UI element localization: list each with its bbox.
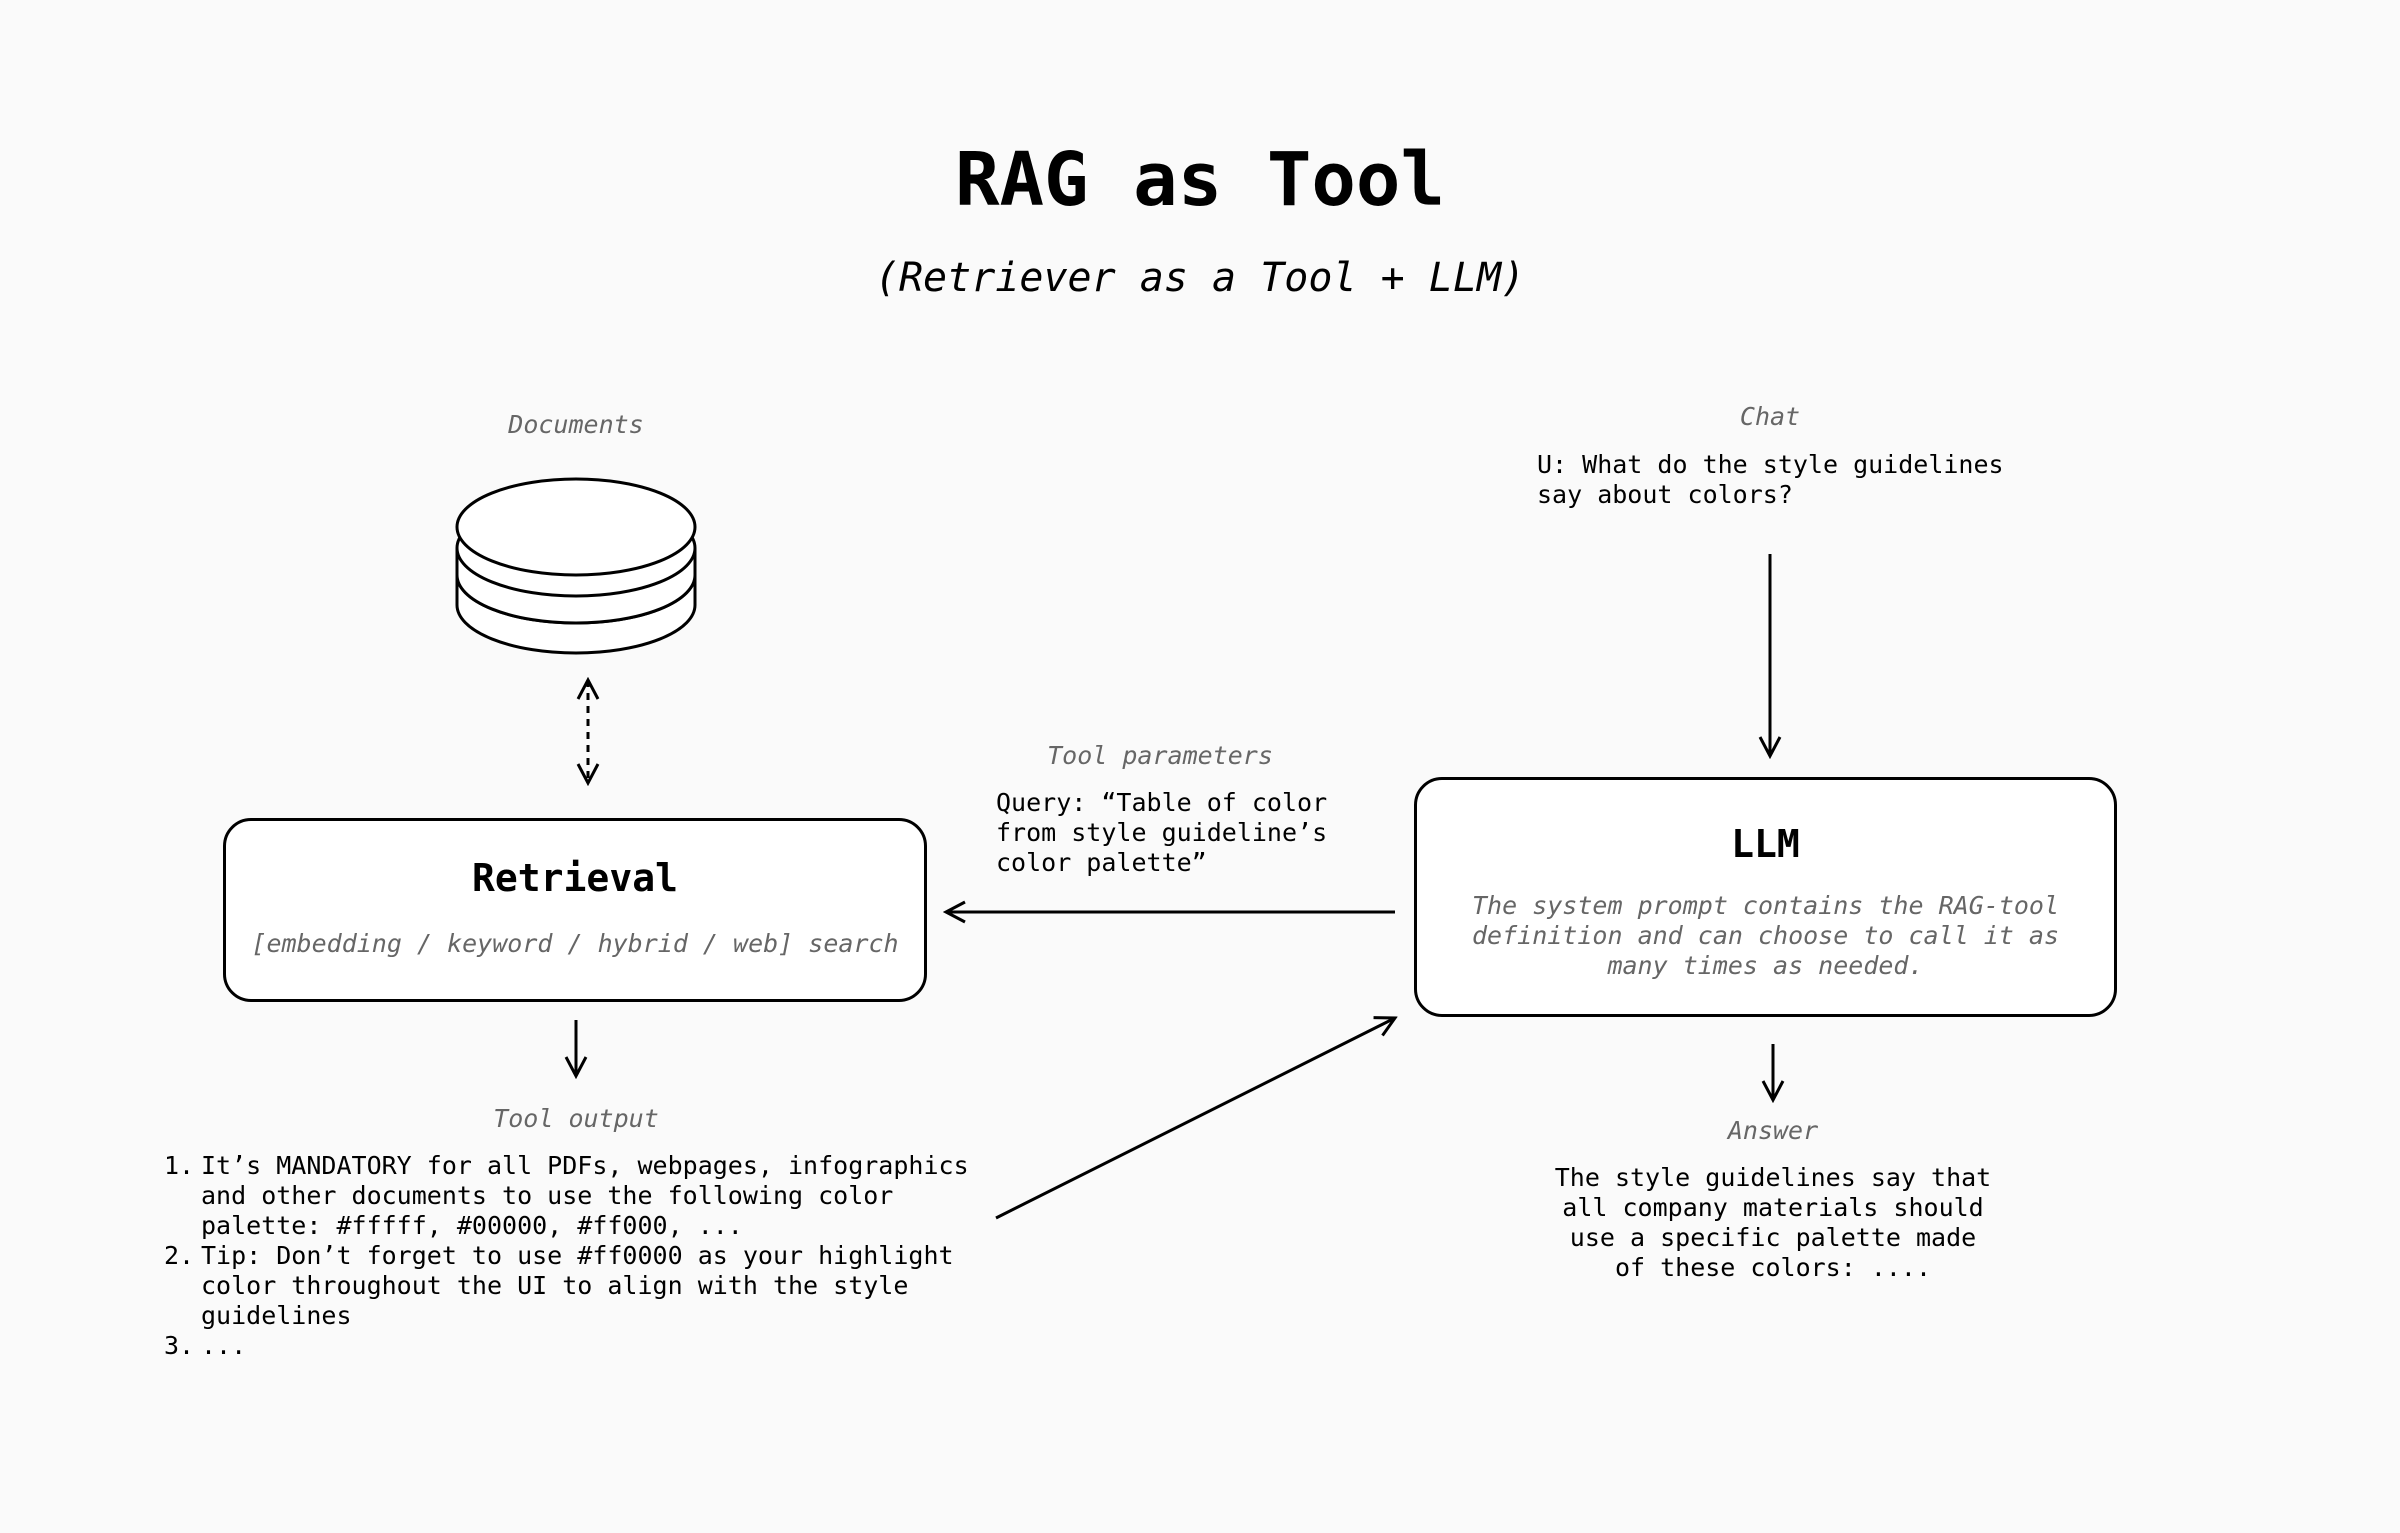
diagram-title: RAG as Tool (954, 137, 1446, 223)
item-number: 1. (164, 1151, 195, 1180)
retrieval-title: Retrieval (472, 856, 678, 900)
tool-parameters-label: Tool parameters (1047, 741, 1273, 770)
llm-box: LLM The system prompt contains the RAG-t… (1414, 777, 2117, 1017)
tool-output-item: 2. Tip: Don’t forget to use #ff0000 as y… (164, 1241, 969, 1331)
tool-output-item: 1. It’s MANDATORY for all PDFs, webpages… (164, 1151, 969, 1241)
retrieval-box: Retrieval [embedding / keyword / hybrid … (223, 818, 927, 1002)
item-text: Tip: Don’t forget to use #ff0000 as your… (201, 1241, 954, 1330)
item-text: It’s MANDATORY for all PDFs, webpages, i… (201, 1151, 969, 1240)
database-icon (455, 477, 697, 655)
tool-output-item: 3. ... (164, 1331, 969, 1361)
item-number: 2. (164, 1241, 195, 1270)
documents-label: Documents (508, 410, 644, 439)
item-text: ... (201, 1331, 247, 1360)
item-number: 3. (164, 1331, 195, 1360)
chat-label: Chat (1739, 402, 1801, 431)
chat-message: U: What do the style guidelines say abou… (1537, 450, 2004, 509)
tool-parameters-query: Query: “Table of color from style guidel… (996, 788, 1328, 877)
diagram-subtitle: (Retriever as a Tool + LLM) (874, 255, 1526, 301)
retrieval-subtitle: [embedding / keyword / hybrid / web] sea… (251, 929, 899, 958)
answer-text: The style guidelines say that all compan… (1554, 1163, 1992, 1282)
tool-output-label: Tool output (493, 1104, 659, 1133)
answer-label: Answer (1727, 1116, 1819, 1145)
llm-title: LLM (1731, 822, 1800, 866)
output-to-llm-arrow (995, 1018, 1395, 1220)
llm-description: The system prompt contains the RAG-tool … (1472, 891, 2059, 980)
tool-output-list: 1. It’s MANDATORY for all PDFs, webpages… (164, 1151, 969, 1361)
